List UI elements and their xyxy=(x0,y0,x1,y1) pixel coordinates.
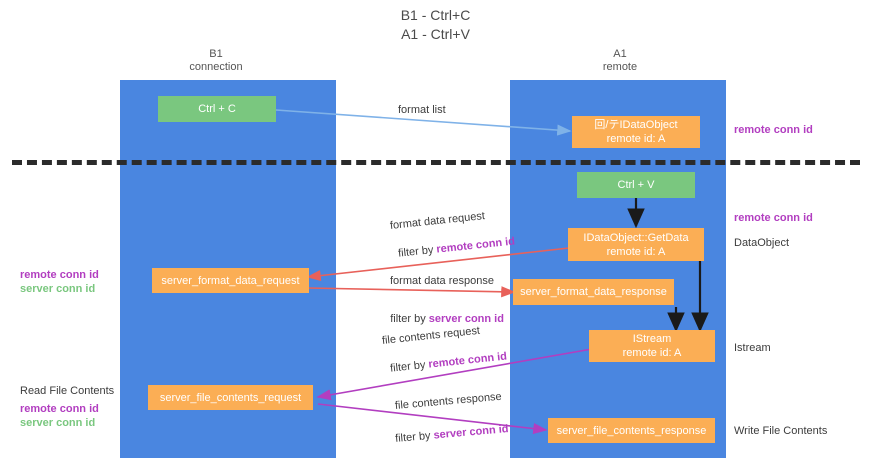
side-label-remote-conn-id-top: remote conn id xyxy=(734,124,813,136)
box-getdata-line2: remote id: A xyxy=(606,245,666,258)
box-idataobject-line2: remote id: A xyxy=(606,133,666,145)
box-getdata-line1: IDataObject::GetData xyxy=(583,231,689,244)
label-format-data-response-filter: filter by server conn id xyxy=(378,298,504,340)
column-header-b1-name: B1 xyxy=(209,48,223,60)
box-idataobject-getdata[interactable]: IDataObject::GetData remote id: A xyxy=(568,228,704,261)
side-label-left-remote-conn-id-bottom: remote conn id xyxy=(20,403,99,415)
box-server-format-data-response[interactable]: server_format_data_response xyxy=(513,279,674,305)
column-header-a1-sub: remote xyxy=(602,61,638,73)
box-ctrl-c-line1: Ctrl + C xyxy=(198,103,236,115)
label-format-data-response-filter-value: server conn id xyxy=(428,313,504,325)
box-server-file-contents-request[interactable]: server_file_contents_request xyxy=(148,385,313,410)
phase-separator xyxy=(12,160,860,165)
side-label-read-file-contents: Read File Contents xyxy=(20,385,115,397)
side-label-left-server-conn-id-mid: server conn id xyxy=(20,283,96,295)
side-label-dataobject: DataObject xyxy=(734,237,790,249)
label-format-data-request-filter-value: remote conn id xyxy=(435,235,516,256)
side-label-left-remote-conn-id-mid: remote conn id xyxy=(20,269,99,281)
box-istream-line2: remote id: A xyxy=(622,347,682,359)
label-file-contents-response-filter-prefix: filter by xyxy=(394,429,435,445)
label-file-contents-request-filter-prefix: filter by xyxy=(389,358,430,375)
title-line-2: A1 - Ctrl+V xyxy=(401,26,470,42)
label-format-data-response: format data response xyxy=(390,275,494,287)
box-idataobject[interactable]: 回/テIDataObject remote id: A xyxy=(572,116,700,148)
side-label-istream: Istream xyxy=(734,342,771,354)
diagram-title: B1 - Ctrl+C A1 - Ctrl+V xyxy=(0,6,871,44)
box-ctrl-v-line1: Ctrl + V xyxy=(617,179,655,191)
side-label-write-file-contents: Write File Contents xyxy=(734,425,828,437)
column-header-b1: B1 connection xyxy=(152,48,280,74)
label-file-contents-response-filter: filter by server conn id xyxy=(381,408,510,461)
box-server-file-contents-request-label: server_file_contents_request xyxy=(159,391,302,404)
label-file-contents-response-filter-value: server conn id xyxy=(433,423,509,442)
box-ctrl-c[interactable]: Ctrl + C xyxy=(158,96,276,122)
column-header-a1: A1 remote xyxy=(545,48,695,74)
title-line-1: B1 - Ctrl+C xyxy=(400,7,471,23)
column-header-b1-sub: connection xyxy=(189,61,243,73)
side-label-left-server-conn-id-bottom: server conn id xyxy=(20,417,96,429)
box-server-file-contents-response-label: server_file_contents_response xyxy=(556,424,707,437)
label-file-contents-request-filter-value: remote conn id xyxy=(427,350,508,371)
box-ctrl-v[interactable]: Ctrl + V xyxy=(577,172,695,198)
box-server-file-contents-response[interactable]: server_file_contents_response xyxy=(548,418,715,443)
box-istream[interactable]: IStream remote id: A xyxy=(589,330,715,362)
box-idataobject-line1: 回/テIDataObject xyxy=(594,119,678,131)
side-label-remote-conn-id-mid: remote conn id xyxy=(734,212,813,224)
label-format-list: format list xyxy=(398,104,446,116)
label-format-data-request-filter-prefix: filter by xyxy=(397,243,438,260)
box-server-format-data-request[interactable]: server_format_data_request xyxy=(152,268,309,293)
box-server-format-data-request-label: server_format_data_request xyxy=(161,274,300,287)
box-istream-line1: IStream xyxy=(632,333,672,345)
box-server-format-data-response-label: server_format_data_response xyxy=(520,286,667,298)
column-header-a1-name: A1 xyxy=(613,48,627,60)
label-format-data-response-filter-prefix: filter by xyxy=(390,313,429,325)
